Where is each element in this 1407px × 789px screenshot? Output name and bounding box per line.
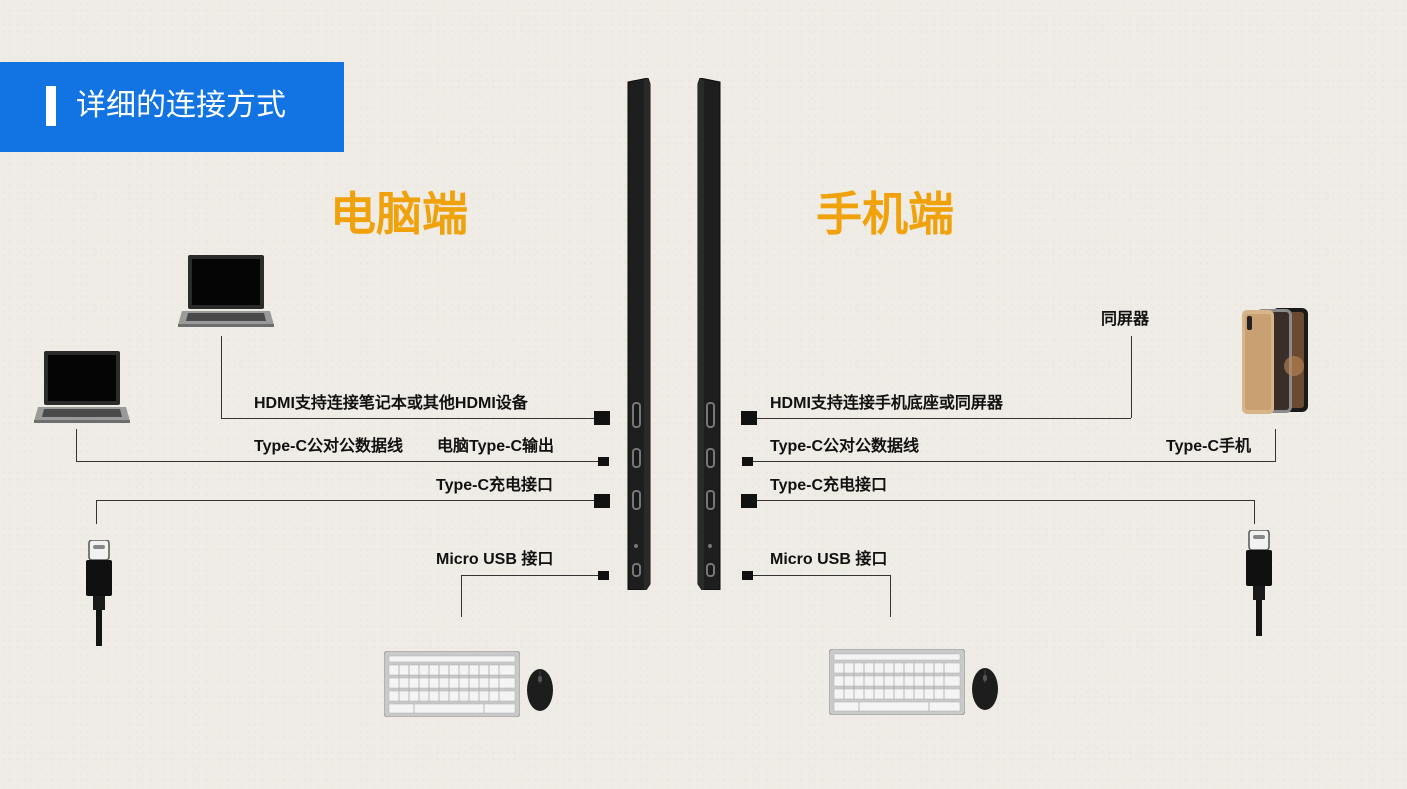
monitor-side-icon: [696, 77, 722, 591]
connector-marker: [594, 494, 610, 508]
connector-line: [1131, 336, 1132, 418]
usb-c-cable-icon: [1244, 529, 1274, 636]
typec-phone-label: Type-C手机: [1166, 438, 1252, 455]
mirror-device-label: 同屏器: [1101, 311, 1150, 328]
micro-usb-port-right: [706, 563, 715, 577]
hdmi-label-right: HDMI支持连接手机底座或同屏器: [770, 395, 1003, 412]
section-title-phone: 手机端: [816, 188, 954, 240]
micro-usb-label-right: Micro USB 接口: [770, 551, 888, 568]
connector-marker: [742, 571, 753, 580]
connector-line: [757, 418, 1131, 419]
keyboard-icon: [828, 648, 966, 716]
hdmi-port-left: [632, 402, 641, 428]
connector-marker: [742, 457, 753, 466]
laptop-icon: [34, 351, 130, 423]
keyboard-icon: [383, 650, 521, 718]
connector-marker: [741, 494, 757, 508]
connector-line: [221, 336, 222, 418]
usb-c-port-right-2: [706, 490, 715, 510]
connector-marker: [598, 457, 609, 466]
monitor-side-icon: [626, 77, 652, 591]
mouse-icon: [526, 668, 554, 712]
connector-line: [221, 418, 594, 419]
connector-line: [757, 500, 1255, 501]
connector-line: [1254, 500, 1255, 524]
connector-line: [96, 500, 97, 524]
mouse-icon: [971, 667, 999, 711]
micro-usb-label-left: Micro USB 接口: [436, 551, 554, 568]
connector-line: [753, 461, 1276, 462]
connector-line: [461, 575, 598, 576]
typec-output-label: 电脑Type-C输出: [437, 438, 555, 455]
connector-marker: [594, 411, 610, 425]
connector-line: [890, 575, 891, 617]
page-title: 详细的连接方式: [76, 89, 286, 122]
typec-data-label-right: Type-C公对公数据线: [770, 438, 920, 455]
hdmi-port-right: [706, 402, 715, 428]
section-title-computer: 电脑端: [330, 188, 468, 240]
connector-line: [753, 575, 890, 576]
typec-data-label-left: Type-C公对公数据线: [254, 438, 404, 455]
hdmi-label-left: HDMI支持连接笔记本或其他HDMI设备: [254, 395, 528, 412]
connector-line: [76, 429, 77, 461]
header-banner: [0, 62, 344, 152]
header-accent-bar: [46, 86, 56, 126]
connector-line: [76, 461, 598, 462]
connector-marker: [598, 571, 609, 580]
connector-line: [461, 575, 462, 617]
indicator-dot-right: [708, 544, 712, 548]
usb-c-port-left-2: [632, 490, 641, 510]
usb-c-port-right-1: [706, 448, 715, 468]
typec-charge-label-right: Type-C充电接口: [770, 477, 888, 494]
laptop-icon: [178, 255, 274, 327]
usb-c-port-left-1: [632, 448, 641, 468]
micro-usb-port-left: [632, 563, 641, 577]
indicator-dot-left: [634, 544, 638, 548]
usb-c-cable-icon: [84, 539, 114, 646]
typec-charge-label-left: Type-C充电接口: [436, 477, 554, 494]
connector-line: [1275, 429, 1276, 461]
connector-marker: [741, 411, 757, 425]
phone-icon: [1242, 306, 1310, 416]
connector-line: [96, 500, 594, 501]
